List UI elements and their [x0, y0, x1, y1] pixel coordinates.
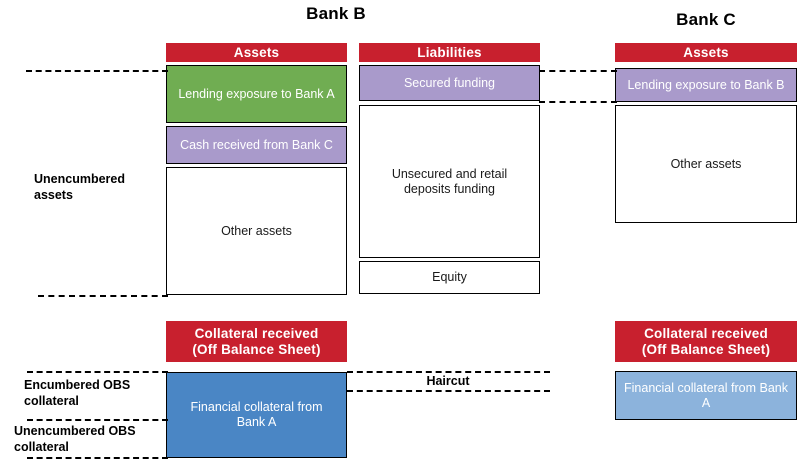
- encumbered-obs-bottom-dashed-line: [27, 419, 168, 421]
- encumbered-obs-collateral-label-line1: Encumbered OBS: [24, 378, 131, 392]
- bank-b-liability-secured-funding: Secured funding: [359, 65, 540, 101]
- unencumbered-assets-label: Unencumbered assets: [34, 172, 164, 203]
- secured-funding-to-bank-c-top-connector: [539, 70, 617, 72]
- bank-c-obs-header: Collateral received (Off Balance Sheet): [615, 321, 797, 362]
- bank-c-obs-financial-collateral-from-bank-a: Financial collateral from Bank A: [615, 371, 797, 420]
- haircut-top-dashed-line: [347, 371, 550, 373]
- unencumbered-obs-bottom-dashed-line: [27, 457, 168, 459]
- bank-b-liability-equity: Equity: [359, 261, 540, 294]
- bank-c-asset-other-assets: Other assets: [615, 105, 797, 223]
- bank-c-obs-header-line1: Collateral received: [644, 326, 768, 342]
- haircut-label: Haircut: [398, 374, 498, 388]
- bank-c-title: Bank C: [676, 10, 736, 29]
- haircut-bottom-dashed-line: [347, 390, 550, 392]
- encumbered-obs-collateral-label-line2: collateral: [24, 393, 79, 408]
- bank-c-assets-header: Assets: [615, 43, 797, 62]
- unencumbered-assets-label-line1: Unencumbered: [34, 172, 125, 186]
- bank-b-asset-cash-received-from-bank-c: Cash received from Bank C: [166, 126, 347, 164]
- bank-c-obs-header-line2: (Off Balance Sheet): [641, 341, 771, 357]
- bank-b-title: Bank B: [306, 4, 366, 23]
- bank-b-obs-header-line2: (Off Balance Sheet): [192, 341, 321, 357]
- unencumbered-assets-bottom-dashed-line: [38, 295, 168, 297]
- bank-b-asset-lending-exposure-to-bank-a: Lending exposure to Bank A: [166, 65, 347, 123]
- secured-funding-to-bank-c-bottom-connector: [539, 101, 617, 103]
- unencumbered-obs-collateral-label-line2: collateral: [14, 439, 69, 454]
- unencumbered-assets-top-dashed-line: [26, 70, 168, 72]
- bank-b-assets-header: Assets: [166, 43, 347, 62]
- bank-b-liability-unsecured-retail-deposits-funding: Unsecured and retail deposits funding: [359, 105, 540, 258]
- bank-b-liabilities-header: Liabilities: [359, 43, 540, 62]
- encumbered-obs-collateral-label: Encumbered OBS collateral: [24, 378, 169, 409]
- bank-b-obs-header-line1: Collateral received: [194, 326, 319, 342]
- bank-b-obs-header: Collateral received (Off Balance Sheet): [166, 321, 347, 362]
- bank-c-asset-lending-exposure-to-bank-b: Lending exposure to Bank B: [615, 68, 797, 102]
- unencumbered-obs-collateral-label: Unencumbered OBS collateral: [14, 424, 169, 455]
- unencumbered-obs-collateral-label-line1: Unencumbered OBS: [14, 424, 136, 438]
- bank-b-asset-other-assets: Other assets: [166, 167, 347, 295]
- unencumbered-assets-label-line2: assets: [34, 187, 73, 202]
- bank-b-obs-financial-collateral-from-bank-a: Financial collateral from Bank A: [166, 372, 347, 458]
- encumbered-obs-top-dashed-line: [27, 371, 168, 373]
